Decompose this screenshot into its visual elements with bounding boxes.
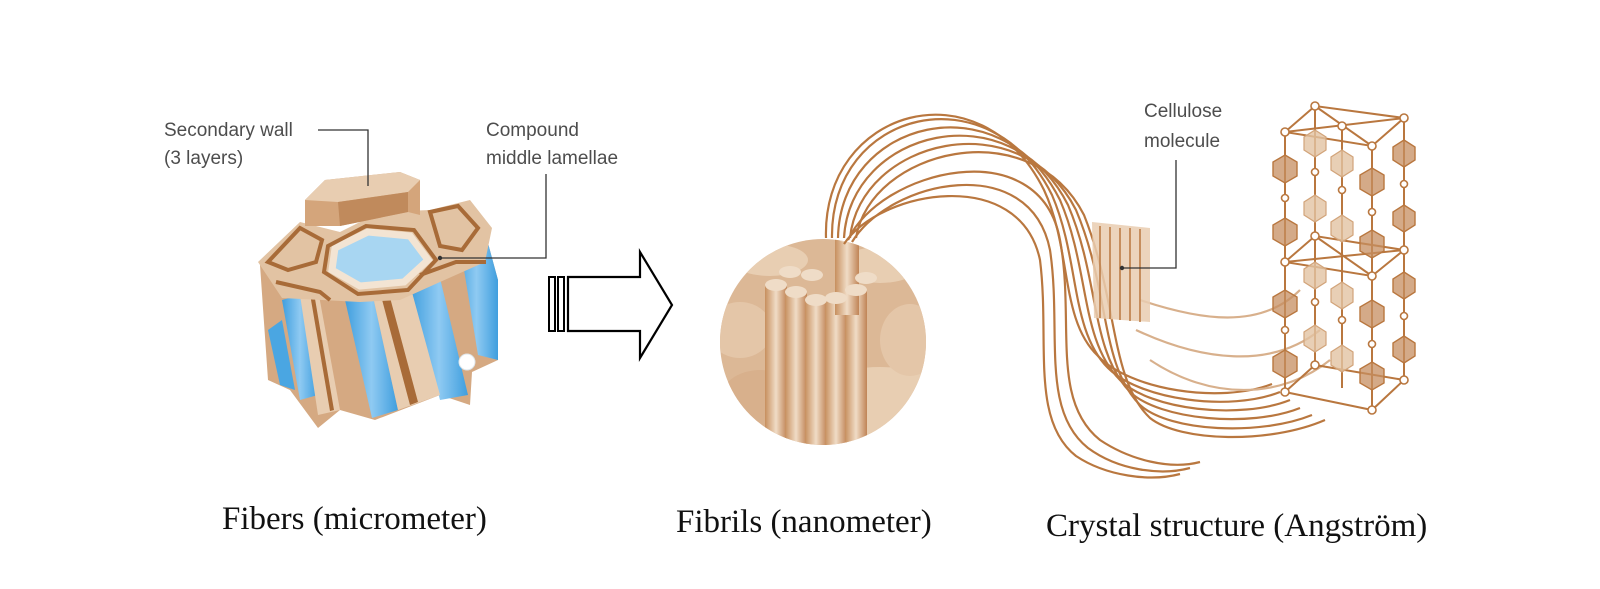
compound-lamellae-leader (440, 174, 547, 259)
cellulose-molecule-leader (1122, 160, 1177, 269)
caption-crystal-structure: Crystal structure (Angström) (1046, 508, 1427, 544)
cellulose-label-line2: molecule (1144, 131, 1220, 152)
compound-lamellae-label-line2: middle lamellae (486, 148, 618, 169)
caption-fibers: Fibers (micrometer) (222, 501, 487, 537)
right-arrow-icon (548, 248, 674, 362)
fiber-cell-block (258, 172, 498, 428)
fibril-cross-section (720, 239, 926, 445)
secondary-wall-leader (318, 129, 369, 186)
cellulose-molecule-highlight (1092, 222, 1150, 322)
caption-fibrils: Fibrils (nanometer) (676, 504, 932, 540)
compound-lamellae-label-line1: Compound (486, 120, 579, 141)
secondary-wall-label-line2: (3 layers) (164, 148, 243, 169)
crystal-lattice (1272, 101, 1416, 415)
cellulose-label-line1: Cellulose (1144, 101, 1222, 122)
secondary-wall-label-line1: Secondary wall (164, 120, 293, 141)
